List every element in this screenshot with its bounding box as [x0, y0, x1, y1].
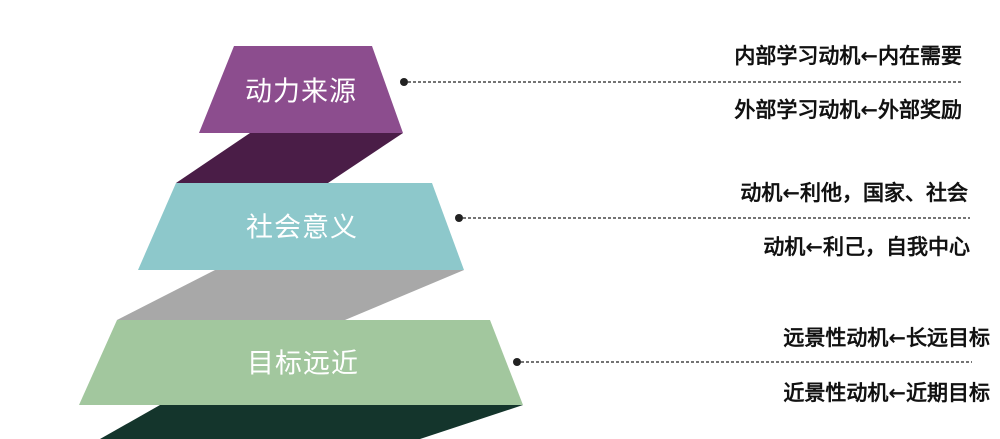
tier-2-label: 社会意义 [246, 212, 358, 244]
tier-3-face [79, 320, 523, 405]
tier-1-side-band [176, 133, 403, 183]
tier-2-face [138, 183, 464, 270]
tier-1-annotation-top: 内部学习动机←内在需要 [734, 44, 962, 68]
tier-2-annotation-top: 动机←利他，国家、社会 [740, 181, 968, 205]
tier-2-connector-dot [455, 214, 463, 222]
tier-3-side-band [100, 405, 523, 439]
tier-3-connector-dot [513, 358, 521, 366]
tier-1-label: 动力来源 [245, 76, 357, 108]
tier-2-side-band [117, 270, 464, 320]
tier-3-annotation-top: 远景性动机←长远目标 [783, 326, 990, 350]
tier-1-face [199, 46, 403, 133]
tier-2-annotation-bottom: 动机←利己，自我中心 [763, 235, 970, 259]
tier-3-label: 目标远近 [247, 348, 359, 380]
tier-3-annotation-bottom: 近景性动机←近期目标 [783, 381, 990, 405]
tier-1-connector-dot [400, 78, 408, 86]
tier-1-annotation-bottom: 外部学习动机←外部奖励 [734, 98, 962, 122]
